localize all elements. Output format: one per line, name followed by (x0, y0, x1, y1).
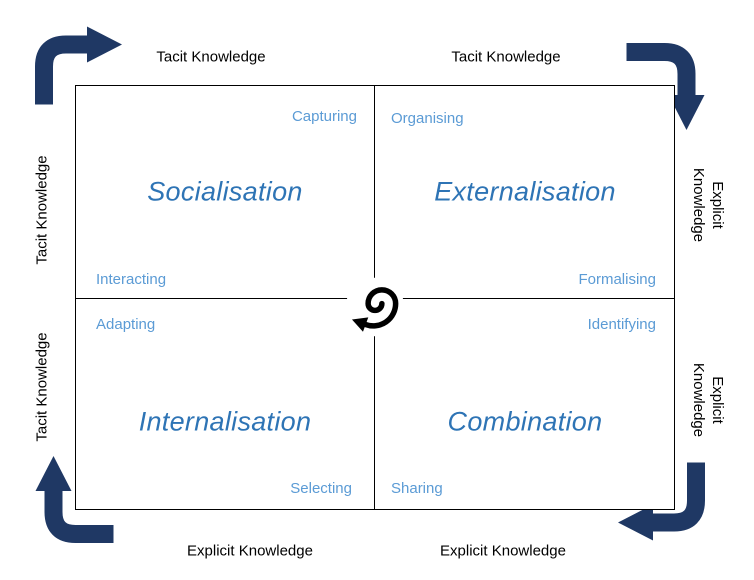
edge-label-left-top: Tacit Knowledge (33, 155, 51, 265)
edge-label-bottom-right: Explicit Knowledge (440, 542, 566, 560)
verb-label: Selecting (290, 480, 352, 497)
quadrant-combination: Identifying Combination Sharing (376, 300, 674, 509)
verb-label: Capturing (291, 108, 357, 125)
spiral-arrow-icon (345, 277, 405, 337)
edge-label-right-top: Explicit Knowledge (690, 167, 726, 243)
bent-arrow-top-right-icon (626, 43, 705, 130)
edge-label-top-left: Tacit Knowledge (156, 48, 266, 66)
verb-label: Adapting (96, 316, 156, 333)
edge-label-right-bottom: Explicit Knowledge (690, 362, 726, 438)
verb-label: Identifying (587, 316, 656, 333)
quadrant-title-externalisation: Externalisation (434, 176, 616, 207)
verb-label: Organising (391, 110, 464, 127)
verb-label: Sharing (391, 480, 443, 497)
quadrant-internalisation: Adapting Internalisation Selecting (76, 300, 375, 509)
bent-arrow-bottom-right-icon (618, 462, 705, 541)
bent-arrow-bottom-left-icon (35, 456, 114, 543)
verb-label: Formalising (578, 271, 656, 288)
edge-label-top-right: Tacit Knowledge (451, 48, 561, 66)
quadrant-socialisation: Capturing Socialisation Interacting (76, 86, 375, 299)
seci-matrix: Capturing Socialisation Interacting Orga… (75, 85, 675, 510)
edge-label-left-bottom: Tacit Knowledge (33, 332, 51, 442)
quadrant-title-socialisation: Socialisation (147, 176, 303, 207)
verb-label: Interacting (96, 271, 167, 288)
bent-arrow-top-left-icon (35, 26, 122, 105)
edge-label-bottom-left: Explicit Knowledge (187, 542, 313, 560)
quadrant-externalisation: Organising Externalisation Formalising (376, 86, 674, 299)
quadrant-title-internalisation: Internalisation (138, 406, 312, 436)
quadrant-title-combination: Combination (447, 406, 603, 436)
